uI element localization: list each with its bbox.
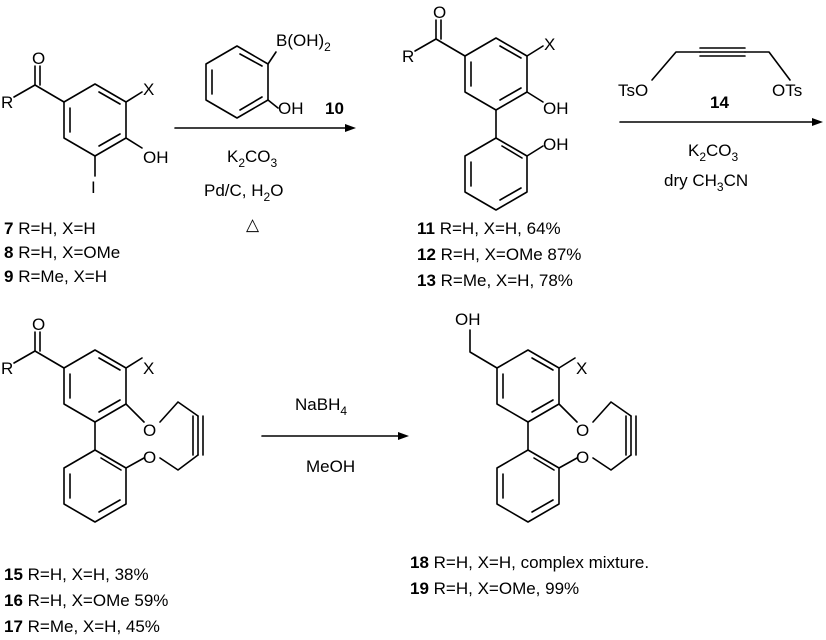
atom-o: O — [32, 315, 45, 334]
atom-tso: TsO — [618, 81, 648, 100]
atom-x: X — [576, 359, 587, 378]
atom-x: X — [544, 35, 555, 54]
structure-7-9: O R X OH I — [1, 49, 169, 197]
structure-11-13: O R X OH OH — [402, 3, 569, 211]
caption-line: 16 R=H, X=OMe 59% — [4, 591, 168, 610]
compound-number-14: 14 — [710, 93, 729, 112]
caption-line: 15 R=H, X=H, 38% — [4, 565, 149, 584]
caption-line: 8 R=H, X=OMe — [4, 243, 120, 262]
caption-line: 11 R=H, X=H, 64% — [417, 219, 561, 238]
atom-r: R — [402, 47, 414, 66]
caption-group-18-19: 18 R=H, X=H, complex mixture. 19 R=H, X=… — [410, 553, 649, 598]
reagent-k2co3: K2CO3 — [688, 141, 739, 164]
atom-b-oh2: B(OH)2 — [276, 31, 331, 54]
heat-symbol: △ — [246, 215, 260, 234]
caption-line: 13 R=Me, X=H, 78% — [417, 271, 573, 290]
caption-line: 7 R=H, X=H — [4, 219, 96, 238]
atom-oh: OH — [455, 310, 481, 329]
atom-o-ring-2: O — [143, 448, 156, 467]
arrow-step2 — [619, 118, 823, 126]
atom-oh-2: OH — [543, 135, 569, 154]
caption-group-15-17: 15 R=H, X=H, 38% 16 R=H, X=OMe 59% 17 R=… — [4, 565, 168, 636]
atom-o-ring-1: O — [576, 421, 589, 440]
caption-line: 12 R=H, X=OMe 87% — [417, 245, 581, 264]
structure-18-19: OH X O O — [455, 310, 637, 523]
atom-o-ring-2: O — [576, 448, 589, 467]
atom-oh: OH — [143, 148, 169, 167]
caption-line: 9 R=Me, X=H — [4, 267, 107, 286]
atom-x: X — [143, 80, 154, 99]
structure-14: TsO OTs 14 — [618, 47, 802, 112]
atom-oh: OH — [278, 99, 304, 118]
reagent-k2co3: K2CO3 — [227, 147, 278, 170]
caption-group-11-13: 11 R=H, X=H, 64% 12 R=H, X=OMe 87% 13 R=… — [417, 219, 581, 290]
atom-ots: OTs — [772, 81, 802, 100]
arrow-step3 — [261, 432, 409, 440]
arrow-step1 — [174, 124, 356, 132]
caption-line: 18 R=H, X=H, complex mixture. — [410, 553, 649, 572]
caption-line: 17 R=Me, X=H, 45% — [4, 617, 160, 636]
reagent-solvent: dry CH3CN — [664, 171, 748, 194]
reagent-meoh: MeOH — [306, 457, 355, 476]
caption-line: 19 R=H, X=OMe, 99% — [410, 579, 579, 598]
structure-10: B(OH)2 OH 10 — [205, 31, 344, 119]
atom-oh-1: OH — [543, 99, 569, 118]
atom-x: X — [143, 359, 154, 378]
atom-o: O — [32, 49, 45, 68]
caption-group-7-9: 7 R=H, X=H 8 R=H, X=OMe 9 R=Me, X=H — [4, 219, 120, 286]
structure-15-17: O R X O O — [1, 315, 204, 523]
atom-r: R — [1, 359, 13, 378]
atom-i: I — [91, 178, 96, 197]
atom-r: R — [1, 93, 13, 112]
reagent-nabh4: NaBH4 — [295, 395, 347, 418]
compound-number-10: 10 — [325, 99, 344, 118]
atom-o: O — [433, 3, 446, 22]
reagent-pdc-h2o: Pd/C, H2O — [204, 181, 283, 204]
atom-o-ring-1: O — [143, 421, 156, 440]
